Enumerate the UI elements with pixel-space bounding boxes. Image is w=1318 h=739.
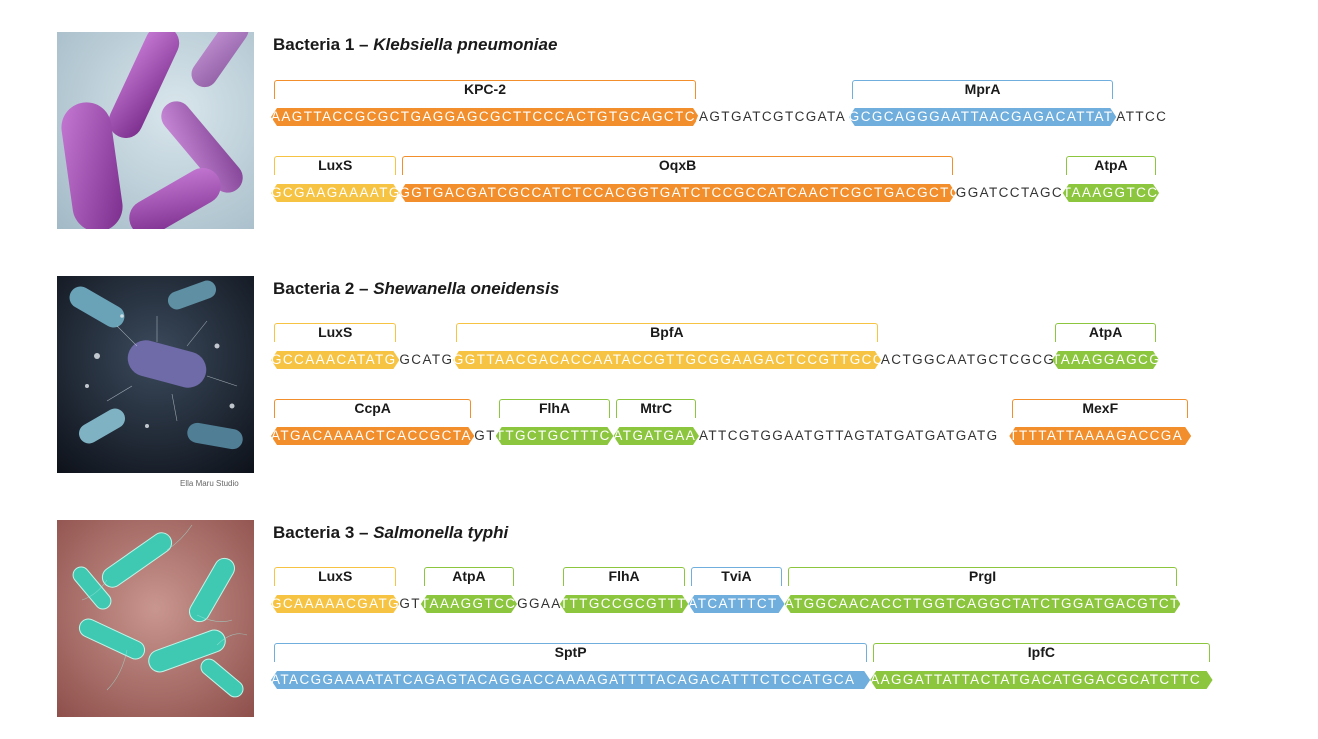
shewanella-oneidensis-image [57, 276, 254, 473]
gene-label-flha: FlhA [562, 567, 686, 586]
gene-sequence: TAAAGGTCC [1062, 185, 1159, 200]
gene-sequence: ATGATGAA [613, 428, 697, 443]
gene-label-kpc-2: KPC-2 [274, 80, 696, 99]
gene-highlight [271, 427, 474, 445]
gene-highlight [271, 671, 870, 689]
gene-sequence: ATGACAAAACTCACCGCTA [271, 428, 472, 443]
gene-label-bpfa: BpfA [455, 323, 878, 342]
gene-highlight [560, 595, 688, 613]
intergenic-sequence: ATTCC [1116, 109, 1168, 124]
gene-label-mexf: MexF [1012, 399, 1189, 418]
gene-highlight [870, 671, 1212, 689]
gene-highlight [453, 351, 881, 369]
gene-label-atpa: AtpA [423, 567, 515, 586]
gene-sequence: ATACGGAAAATATCAGAGTACAGGACCAAAAGATTTTACA… [271, 672, 856, 687]
gene-highlight [421, 595, 517, 613]
gene-label-mtrc: MtrC [616, 399, 696, 418]
gene-label-flha: FlhA [498, 399, 611, 418]
gene-highlight [271, 108, 699, 126]
gene-label-mpra: MprA [851, 80, 1114, 99]
gene-highlight [1052, 351, 1159, 369]
gene-sequence: GCCAAACATATG [271, 352, 397, 367]
gene-sequence: TAAAGGTCC [420, 596, 517, 611]
intergenic-sequence: ATTCGTGGAATGTTAGTATGATGATGATG [699, 428, 999, 443]
bacteria-2-title-prefix: Bacteria 2 – [273, 279, 369, 298]
gene-label-ipfc: IpfC [873, 643, 1210, 662]
gene-highlight [271, 351, 399, 369]
salmonella-typhi-image [57, 520, 254, 717]
gene-sequence: ATCATTTCT [688, 596, 778, 611]
bacteria-3-title: Bacteria 3 – Salmonella typhi [273, 523, 508, 543]
gene-label-ccpa: CcpA [274, 399, 472, 418]
gene-label-prgi: PrgI [787, 567, 1178, 586]
gene-label-sptp: SptP [274, 643, 868, 662]
bacteria-1-title-prefix: Bacteria 1 – [273, 35, 369, 54]
gene-sequence: TTGCTGCTTTC [495, 428, 611, 443]
intergenic-sequence: GGATCCTAGC [955, 185, 1064, 200]
gene-sequence: GCAAAAACGATG [271, 596, 401, 611]
gene-highlight [1063, 184, 1159, 202]
gene-label-luxs: LuxS [274, 156, 397, 175]
gene-highlight [399, 184, 955, 202]
gene-sequence: ATGGCAACACCTTGGTCAGGCTATCTGGATGACGTCT [784, 596, 1180, 611]
gene-label-luxs: LuxS [274, 567, 397, 586]
gene-sequence: TTTTATTAAAAGACCGA [1009, 428, 1184, 443]
gene-highlight [496, 427, 614, 445]
gene-label-luxs: LuxS [274, 323, 397, 342]
intergenic-sequence: AGTGATCGTCGATA [699, 109, 847, 124]
gene-sequence: GGTGACGATCGCCATCTCCACGGTGATCTCCGCCATCAAC… [399, 185, 961, 200]
gene-sequence: AAGGATTATTACTATGACATGGACGCATCTTC [870, 672, 1201, 687]
gene-highlight [849, 108, 1117, 126]
gene-label-oqxb: OqxB [402, 156, 953, 175]
intergenic-sequence: GGAA [517, 596, 562, 611]
gene-highlight [1009, 427, 1191, 445]
intergenic-sequence: GT [399, 596, 421, 611]
gene-sequence: AAGTTACCGCGCTGAGGAGCGCTTCCCACTGTGCAGCTCA [271, 109, 707, 124]
gene-sequence: TTTGCCGCGTTT [559, 596, 687, 611]
intergenic-sequence: ACTGGCAATGCTCGCG [880, 352, 1056, 367]
image-credit: Ella Maru Studio [180, 479, 239, 488]
klebsiella-pneumoniae-image [57, 32, 254, 229]
intergenic-sequence: GCATG [399, 352, 454, 367]
gene-highlight [785, 595, 1181, 613]
gene-sequence: TAAAGGAGCG [1052, 352, 1162, 367]
gene-sequence: GGTTAACGACACCAATACCGTTGCGGAAGACTCCGTTGCC [452, 352, 884, 367]
gene-highlight [688, 595, 784, 613]
gene-highlight [271, 595, 399, 613]
bacteria-2-title: Bacteria 2 – Shewanella oneidensis [273, 279, 559, 299]
gene-label-tvia: TviA [691, 567, 782, 586]
bacteria-2-species: Shewanella oneidensis [373, 279, 560, 298]
intergenic-sequence: GT [474, 428, 496, 443]
bacteria-1-species: Klebsiella pneumoniae [373, 35, 558, 54]
gene-highlight [613, 427, 699, 445]
bacteria-3-species: Salmonella typhi [373, 523, 509, 542]
bacteria-1-title: Bacteria 1 – Klebsiella pneumoniae [273, 35, 557, 55]
gene-sequence: GCGAAGAAAATG [271, 185, 401, 200]
bacteria-3-title-prefix: Bacteria 3 – [273, 523, 369, 542]
gene-label-atpa: AtpA [1055, 323, 1157, 342]
gene-label-atpa: AtpA [1065, 156, 1157, 175]
gene-sequence: GCGCAGGGAATTAACGAGACATTAT [848, 109, 1114, 124]
gene-highlight [271, 184, 399, 202]
